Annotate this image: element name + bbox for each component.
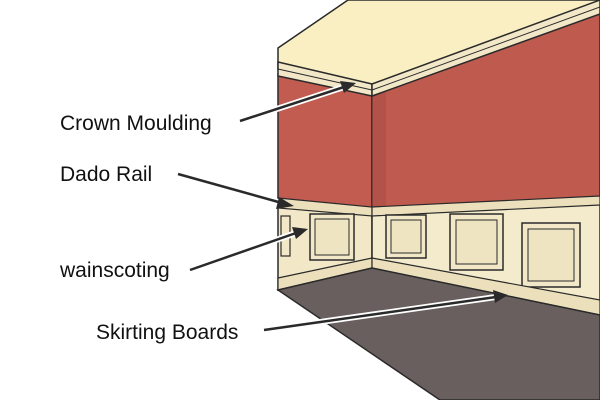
arrow-wainscoting (189, 227, 308, 273)
panel-right-3-inner (527, 228, 575, 282)
floor (276, 267, 600, 400)
corner-shade (372, 92, 386, 210)
arrow-skirting (263, 290, 508, 333)
skirting-board-right (371, 257, 600, 316)
crown-detail-line (371, 6, 600, 91)
label-wainscoting: wainscoting (59, 259, 170, 282)
label-crown-moulding: Crown Moulding (60, 112, 212, 135)
dado-rail-right (371, 195, 600, 217)
arrow-crown (239, 81, 356, 124)
label-skirting-boards: Skirting Boards (96, 321, 238, 344)
crown-detail-line-left (277, 68, 373, 91)
label-dado-rail: Dado Rail (60, 163, 152, 186)
arrow-dado (177, 171, 294, 209)
panel-right-2-inner (455, 219, 498, 265)
panel-right-1-inner (390, 219, 422, 254)
panel-left-2-inner (314, 218, 350, 256)
